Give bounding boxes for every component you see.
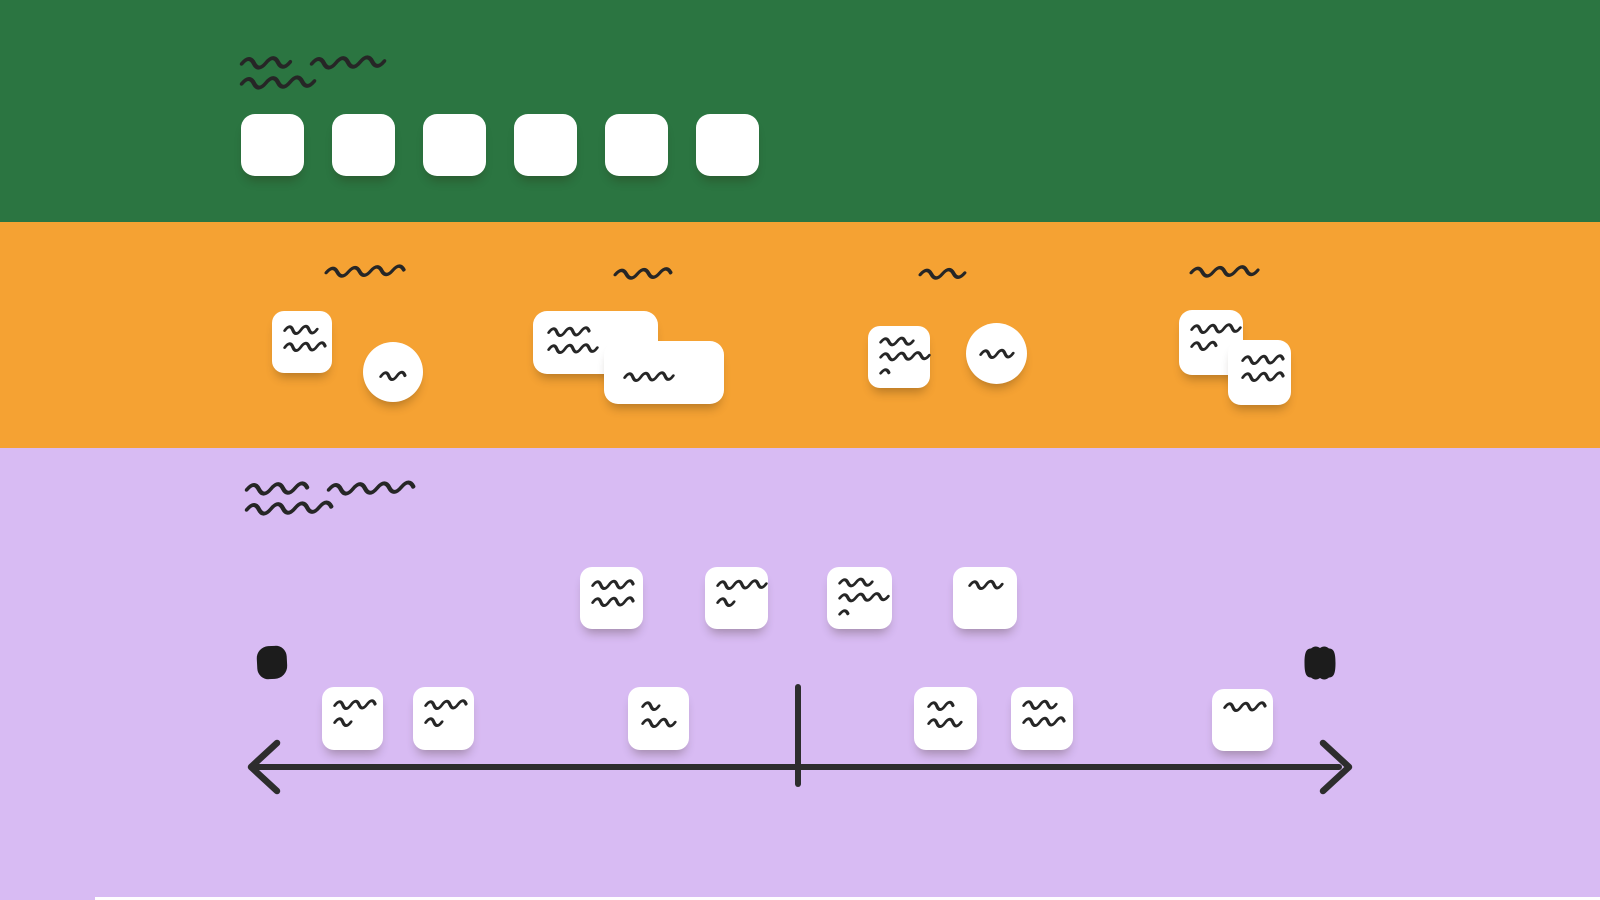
scribble-text: [282, 323, 332, 353]
square-note[interactable]: [868, 326, 931, 388]
timeline-lower-note[interactable]: [1011, 687, 1073, 750]
scribble-text: [715, 578, 768, 608]
timeline-upper-note[interactable]: [580, 567, 643, 629]
circle-note[interactable]: [363, 342, 423, 402]
left-arrowhead-icon: [247, 739, 281, 795]
scribble-text: [640, 699, 689, 729]
timeline-center-tick[interactable]: [795, 684, 801, 787]
scribble-text: [1189, 322, 1243, 352]
scribble-text: [332, 698, 383, 728]
green-card[interactable]: [423, 114, 486, 176]
orange-band: [0, 222, 1600, 448]
square-note[interactable]: [1228, 340, 1291, 405]
green-card[interactable]: [332, 114, 395, 176]
timeline-upper-note[interactable]: [827, 567, 892, 629]
green-band-title-scribble[interactable]: [238, 54, 388, 91]
timeline-lower-note[interactable]: [628, 687, 689, 750]
scribble-text: [238, 74, 388, 91]
square-note[interactable]: [272, 311, 332, 373]
scribble-text: [243, 500, 417, 517]
scribble-text: [325, 480, 417, 497]
group-heading-scribble[interactable]: [917, 266, 968, 281]
scribble-text: [378, 369, 408, 382]
green-card[interactable]: [241, 114, 304, 176]
purple-band: [0, 448, 1600, 900]
bottom-edge-strip: [95, 897, 1600, 900]
group-heading-scribble[interactable]: [323, 264, 407, 279]
scribble-text: [546, 325, 658, 355]
group-heading-scribble[interactable]: [1188, 264, 1261, 279]
group-heading-scribble[interactable]: [612, 266, 674, 281]
scribble-text: [926, 699, 977, 729]
timeline-lower-note[interactable]: [914, 687, 977, 750]
circle-note[interactable]: [966, 323, 1027, 384]
wide-card[interactable]: [604, 341, 724, 404]
scribble-text: [1021, 698, 1073, 728]
scribble-text: [238, 54, 294, 71]
scribble-text: [590, 578, 643, 608]
scribble-text: [978, 347, 1016, 360]
scribble-text: [837, 576, 892, 619]
green-band: [0, 0, 1600, 222]
green-card[interactable]: [696, 114, 759, 176]
scribble-text: [1240, 353, 1291, 383]
timeline-lower-note[interactable]: [1212, 689, 1273, 751]
timeline-lower-note[interactable]: [322, 687, 383, 750]
scribble-text: [1222, 700, 1273, 713]
purple-band-title-scribble[interactable]: [243, 480, 417, 517]
scribble-text: [308, 54, 388, 71]
timeline-end-marker[interactable]: [1302, 645, 1338, 681]
scribble-text: [878, 335, 931, 378]
timeline-upper-note[interactable]: [705, 567, 768, 629]
timeline-lower-note[interactable]: [413, 687, 474, 750]
scribble-text: [622, 370, 724, 383]
scribble-text: [243, 480, 311, 497]
timeline-upper-note[interactable]: [953, 567, 1017, 629]
scribble-text: [423, 698, 474, 728]
right-arrowhead-icon: [1319, 739, 1353, 795]
green-card[interactable]: [605, 114, 668, 176]
green-card[interactable]: [514, 114, 577, 176]
scribble-text: [967, 578, 1017, 591]
timeline-start-marker[interactable]: [256, 645, 288, 680]
